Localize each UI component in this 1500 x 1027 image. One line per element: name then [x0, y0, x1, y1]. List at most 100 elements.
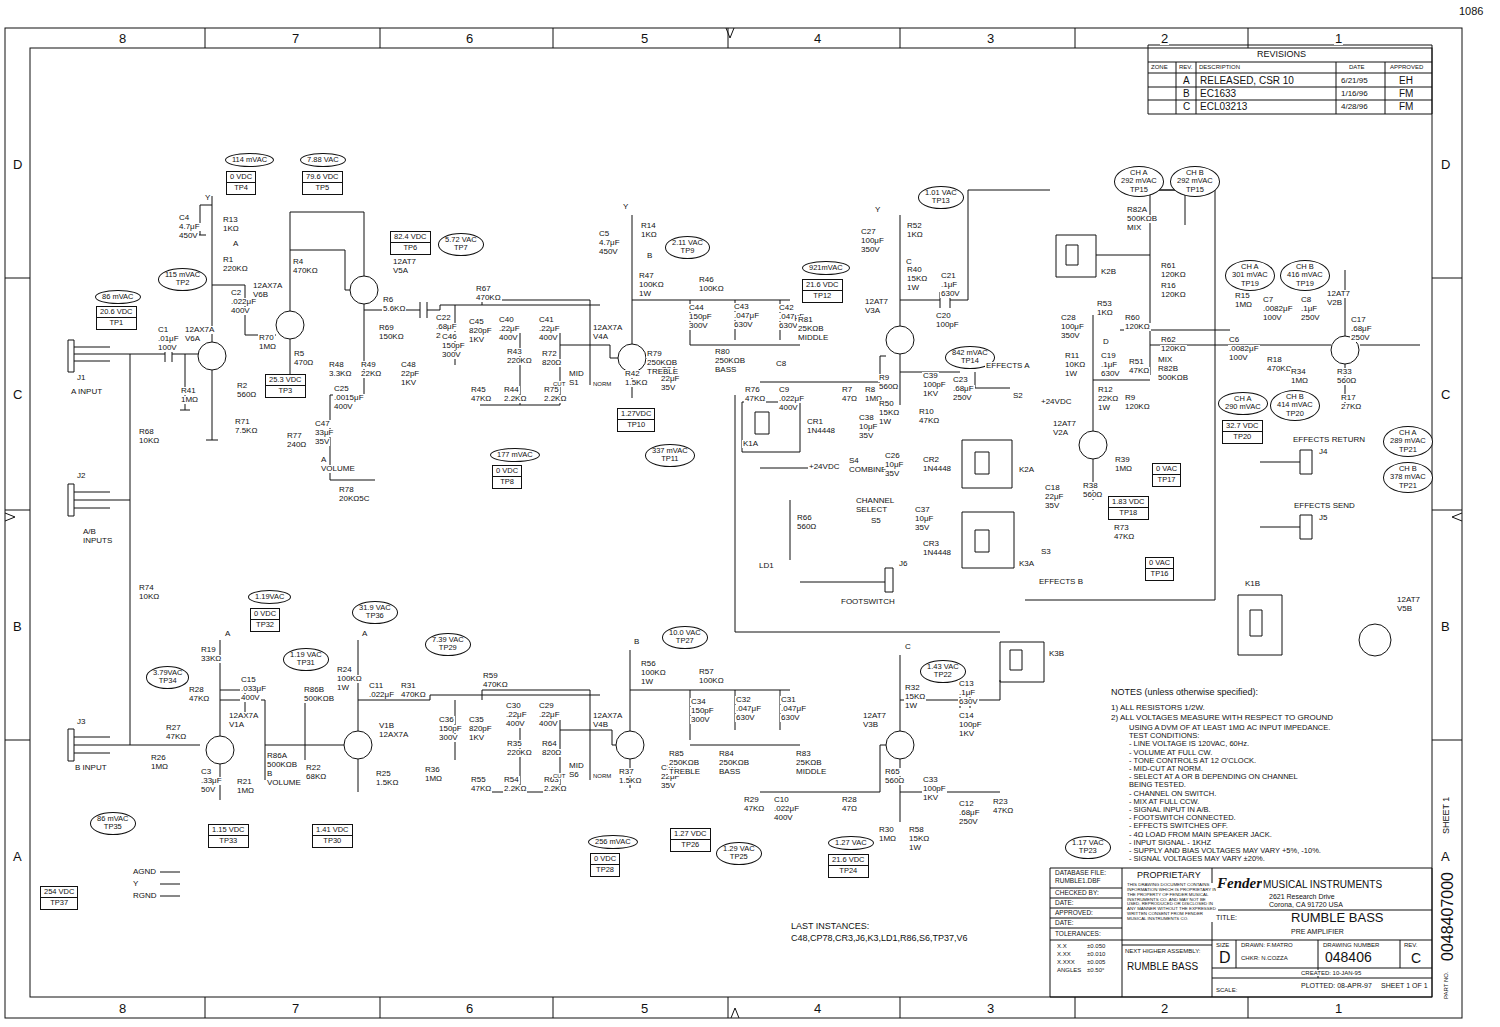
measurement-text: 3.79VAC [153, 669, 182, 677]
component-label: 22KΩ [360, 370, 382, 378]
component-label: 1KΩ [222, 225, 240, 233]
component-label: 1MΩ [878, 835, 897, 843]
component-label: 100pF [922, 381, 947, 389]
wiring-group [5, 28, 1462, 1018]
component-label: .0082μF [1262, 305, 1294, 313]
component-label: PLOTTED: 08-APR-97 [1300, 982, 1373, 989]
component-label: CR2 [922, 456, 940, 464]
component-label: B [633, 638, 640, 646]
component-label: C39 [922, 372, 939, 380]
tube-symbol [886, 731, 914, 759]
component-label: R42 [624, 370, 641, 378]
component-label: C27 [860, 228, 877, 236]
component-label: RGND [132, 892, 158, 900]
wire-path [160, 872, 180, 896]
tube-symbol [350, 276, 378, 304]
component-label: C46 [441, 333, 458, 341]
component-label: 2.2KΩ [543, 785, 567, 793]
measurement-text: TP21 [1390, 482, 1426, 490]
component-label: 560Ω [878, 383, 899, 391]
component-label: C36 [438, 716, 455, 724]
component-label: 250V [952, 394, 973, 402]
component-label: 12AX7A [592, 712, 623, 720]
component-label: R21 [236, 778, 253, 786]
measurement-text: TP22 [927, 671, 959, 679]
component-label: 25KΩB [797, 325, 825, 333]
component-label: 1KΩ [906, 231, 924, 239]
measurement-text: TP18 [1109, 507, 1148, 518]
component-label: R32 [904, 684, 921, 692]
component-label: 400V [778, 404, 799, 412]
component-label: 470KΩ [292, 267, 319, 275]
component-label: 47KΩ [992, 807, 1014, 815]
voltage-oval: 86 mVAC [95, 290, 141, 304]
component-label: CR1 [806, 418, 824, 426]
measurement-text: TP35 [97, 823, 129, 831]
component-label: R40 [906, 266, 923, 274]
component-label: .047μF [735, 705, 762, 713]
component-label: Y [874, 206, 881, 214]
component-label: R47 [638, 272, 655, 280]
component-label: MIX [1126, 224, 1142, 232]
component-label: 1 [1334, 32, 1343, 45]
component-label: .1μF [1300, 305, 1318, 313]
component-label: R77 [286, 432, 303, 440]
component-label: 630V [1100, 370, 1121, 378]
component-label: 7.5KΩ [234, 427, 258, 435]
voltage-oval: 1.19VAC [248, 590, 291, 604]
component-label: 7 [291, 1002, 300, 1015]
measurement-text: CH B [1177, 169, 1213, 177]
measurement-text: CH B [1277, 393, 1313, 401]
component-label: 100KΩ [336, 675, 363, 683]
component-label: C28 [1060, 314, 1077, 322]
component-label: 4 [813, 32, 822, 45]
component-label: 1.5KΩ [618, 777, 642, 785]
component-label: 47KΩ [1113, 533, 1135, 541]
component-label: K3B [1048, 650, 1065, 658]
component-label: CUT [552, 773, 566, 779]
component-label: R70 [258, 334, 275, 342]
measurement-text: 1.43 VAC [927, 663, 959, 671]
component-label: 8 [118, 1002, 127, 1015]
component-label: R65 [884, 768, 901, 776]
measurement-text: 1.19VAC [255, 593, 284, 601]
component-label: 10μF [884, 461, 904, 469]
measurement-text: 290 mVAC [1225, 403, 1261, 411]
measurement-text: TP17 [1153, 474, 1180, 485]
voltage-oval: 10.0 VACTP27 [662, 626, 708, 649]
component-label: 350V [860, 246, 881, 254]
component-label: 400V [538, 720, 559, 728]
component-label: 100pF [935, 321, 960, 329]
component-label: 47Ω [841, 395, 858, 403]
measurement-text: TP20 [1223, 431, 1262, 442]
component-label: R1 [222, 256, 234, 264]
component-label: - 4Ω LOAD FROM MAIN SPEAKER JACK. [1128, 831, 1273, 839]
component-label: 2) ALL VOLTAGES MEASURE WITH RESPECT TO … [1110, 714, 1334, 722]
component-label: R8 [864, 386, 876, 394]
component-label: VOLUME [320, 465, 356, 473]
component-label: C12 [958, 800, 975, 808]
component-label: TREBLE [668, 768, 701, 776]
component-label: .022μF [778, 395, 805, 403]
component-label: APPROVED: [1054, 910, 1094, 917]
measurement-text: TP25 [723, 853, 755, 861]
component-label: C21 [940, 272, 957, 280]
component-label: 250V [1350, 334, 1371, 342]
component-label: B INPUT [74, 764, 108, 772]
component-label: A [1440, 850, 1451, 863]
component-label: CR3 [922, 540, 940, 548]
test-point-box: 1.27 VDCTP26 [670, 828, 711, 852]
component-label: R48 [328, 361, 345, 369]
component-label: C17 [1350, 316, 1367, 324]
component-label: R5 [293, 350, 305, 358]
component-label: 4.7μF [178, 223, 201, 231]
test-point-box: 32.7 VDCTP20 [1222, 420, 1263, 444]
component-label: .1μF [1100, 361, 1118, 369]
voltage-oval: 1.19 VACTP31 [283, 648, 329, 671]
component-label: R57 [698, 668, 715, 676]
voltage-oval: 115 mVACTP2 [158, 268, 207, 291]
component-label: 500KΩB [266, 761, 298, 769]
component-label: 35V [914, 524, 930, 532]
component-label: 100KΩ [640, 669, 667, 677]
component-label: R53 [1096, 300, 1113, 308]
